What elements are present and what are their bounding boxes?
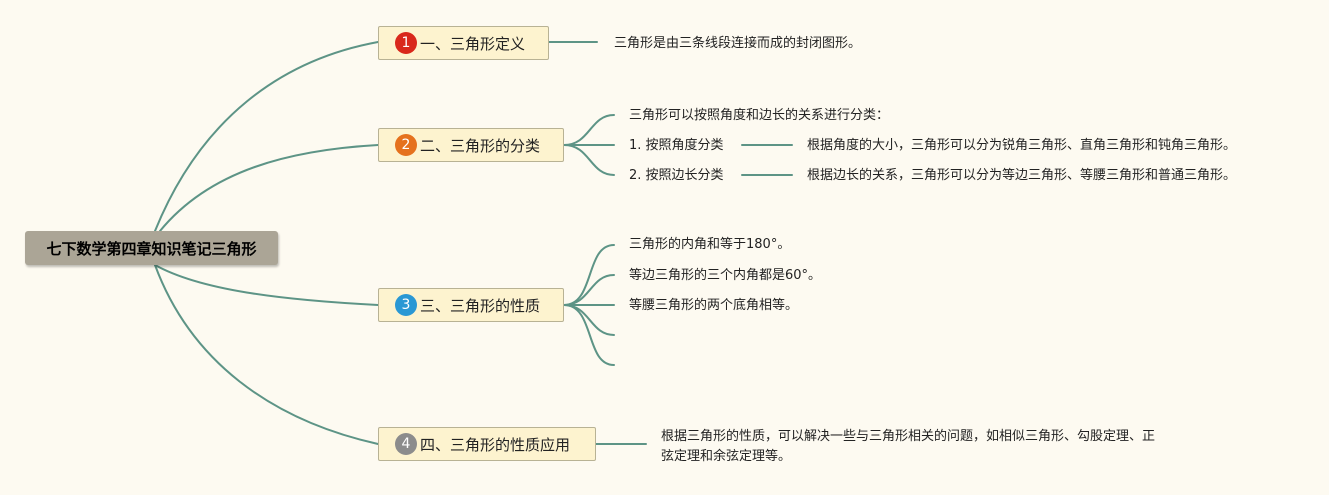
root-topic[interactable]: 七下数学第四章知识笔记三角形 xyxy=(25,231,278,265)
connector-topic-3-detail-1 xyxy=(563,244,615,306)
topic-definition-label: 一、三角形定义 xyxy=(420,34,526,53)
priority-2-icon: 2 xyxy=(395,134,417,156)
topic-properties[interactable]: 3 三、三角形的性质 xyxy=(378,288,564,322)
connector-root-topic-1 xyxy=(154,41,379,232)
topic-classification-label: 二、三角形的分类 xyxy=(420,136,541,155)
connector-topic-2-intro xyxy=(563,114,615,146)
property-equilateral: 等边三角形的三个内角都是60°。 xyxy=(629,268,822,283)
connector-root-topic-3 xyxy=(154,264,379,306)
connector-root-topic-2 xyxy=(159,144,379,232)
root-topic-label: 七下数学第四章知识笔记三角形 xyxy=(46,239,257,258)
priority-3-icon: 3 xyxy=(395,294,417,316)
definition-detail: 三角形是由三条线段连接而成的封闭图形。 xyxy=(614,36,862,51)
topic-applications[interactable]: 4 四、三角形的性质应用 xyxy=(378,427,596,461)
connector-topic-3-detail-5 xyxy=(563,304,615,366)
priority-4-icon: 4 xyxy=(395,433,417,455)
classification-by-angle-detail: 根据角度的大小，三角形可以分为锐角三角形、直角三角形和钝角三角形。 xyxy=(807,138,1237,153)
applications-detail: 根据三角形的性质，可以解决一些与三角形相关的问题，如相似三角形、勾股定理、正弦定… xyxy=(661,429,1156,464)
priority-1-icon: 1 xyxy=(395,32,417,54)
topic-properties-label: 三、三角形的性质 xyxy=(420,296,541,315)
classification-by-side[interactable]: 2. 按照边长分类 xyxy=(629,168,724,183)
connector-topic-2-sub-2 xyxy=(563,144,615,176)
topic-definition[interactable]: 1 一、三角形定义 xyxy=(378,26,549,60)
classification-by-side-detail: 根据边长的关系，三角形可以分为等边三角形、等腰三角形和普通三角形。 xyxy=(807,168,1237,183)
topic-classification[interactable]: 2 二、三角形的分类 xyxy=(378,128,564,162)
connector-root-topic-4 xyxy=(154,264,379,445)
property-isosceles: 等腰三角形的两个底角相等。 xyxy=(629,298,799,313)
topic-applications-label: 四、三角形的性质应用 xyxy=(420,435,571,454)
classification-intro: 三角形可以按照角度和边长的关系进行分类： xyxy=(629,108,890,123)
classification-by-angle[interactable]: 1. 按照角度分类 xyxy=(629,138,724,153)
property-angle-sum: 三角形的内角和等于180°。 xyxy=(629,237,791,252)
